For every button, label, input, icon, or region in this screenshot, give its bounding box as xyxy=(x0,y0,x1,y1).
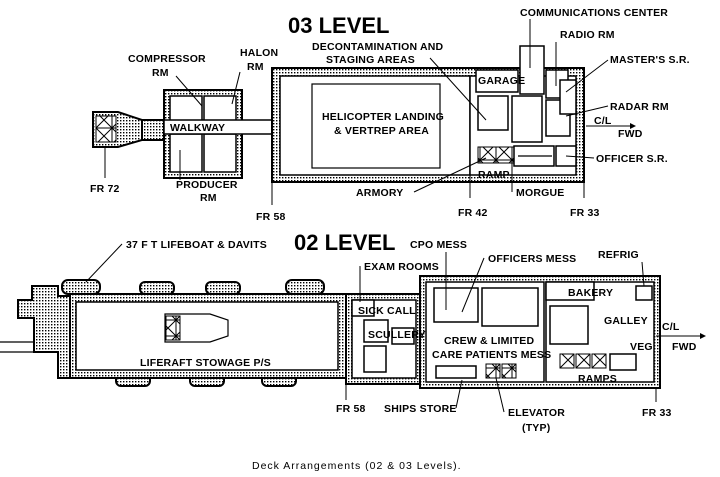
label-cpo-mess: CPO MESS xyxy=(410,239,467,251)
label-elevator-1: ELEVATOR xyxy=(508,407,565,419)
label-refrig: REFRIG xyxy=(598,249,639,261)
label-ramps: RAMPS xyxy=(578,373,617,385)
figure-caption: Deck Arrangements (02 & 03 Levels). xyxy=(252,460,462,472)
label-crew-mess-1: CREW & LIMITED xyxy=(444,335,535,347)
label-officer-sr: OFFICER S.R. xyxy=(596,153,668,165)
label-garage: GARAGE xyxy=(478,75,525,87)
label-heli-1: HELICOPTER LANDING xyxy=(322,111,444,123)
label-fr33-03: FR 33 xyxy=(570,207,600,219)
level03-plan xyxy=(92,45,585,205)
label-producer-1: PRODUCER xyxy=(176,179,238,191)
label-decontamination-2: STAGING AREAS xyxy=(326,54,415,66)
label-elevator-2: (TYP) xyxy=(522,422,550,434)
label-halon-1: HALON xyxy=(240,47,278,59)
level02-title: 02 LEVEL xyxy=(294,230,395,255)
label-walkway: WALKWAY xyxy=(170,122,225,134)
label-fwd-03: FWD xyxy=(618,128,643,140)
label-radio-rm: RADIO RM xyxy=(560,29,615,41)
label-compressor-1: COMPRESSOR xyxy=(128,53,206,65)
level02-plan xyxy=(0,275,661,402)
label-bakery: BAKERY xyxy=(568,287,613,299)
label-armory: ARMORY xyxy=(356,187,403,199)
label-morgue: MORGUE xyxy=(516,187,564,199)
label-ships-store: SHIPS STORE xyxy=(384,403,457,415)
label-sick-call: SICK CALL xyxy=(358,305,416,317)
label-fr42: FR 42 xyxy=(458,207,488,219)
label-officers-mess: OFFICERS MESS xyxy=(488,253,576,265)
label-fr58-02: FR 58 xyxy=(336,403,366,415)
label-exam-rooms: EXAM ROOMS xyxy=(364,261,439,273)
label-fr58-03: FR 58 xyxy=(256,211,286,223)
level03-title: 03 LEVEL xyxy=(288,13,389,38)
label-fr33-02: FR 33 xyxy=(642,407,672,419)
label-radar-rm: RADAR RM xyxy=(610,101,669,113)
label-producer-2: RM xyxy=(200,192,217,204)
label-halon-2: RM xyxy=(247,61,264,73)
label-scullery: SCULLERY xyxy=(368,329,426,341)
label-decontamination-1: DECONTAMINATION AND xyxy=(312,41,444,53)
label-compressor-2: RM xyxy=(152,67,169,79)
label-galley: GALLEY xyxy=(604,315,648,327)
label-heli-2: & VERTREP AREA xyxy=(334,125,429,137)
label-ramp: RAMP xyxy=(478,169,510,181)
label-fwd-02: FWD xyxy=(672,341,697,353)
label-centerline-03: C/L xyxy=(594,115,612,127)
label-lifeboat: 37 F T LIFEBOAT & DAVITS xyxy=(126,239,267,251)
level03-labels: COMMUNICATIONS CENTER RADIO RM DECONTAMI… xyxy=(90,7,690,223)
label-communications-center: COMMUNICATIONS CENTER xyxy=(520,7,668,19)
label-centerline-02: C/L xyxy=(662,321,680,333)
label-fr72: FR 72 xyxy=(90,183,120,195)
label-liferaft: LIFERAFT STOWAGE P/S xyxy=(140,357,271,369)
label-veg: VEG xyxy=(630,341,653,353)
label-masters-sr: MASTER'S S.R. xyxy=(610,54,690,66)
label-crew-mess-2: CARE PATIENTS MESS xyxy=(432,349,551,361)
level02-labels: 37 F T LIFEBOAT & DAVITS CPO MESS OFFICE… xyxy=(85,239,706,434)
